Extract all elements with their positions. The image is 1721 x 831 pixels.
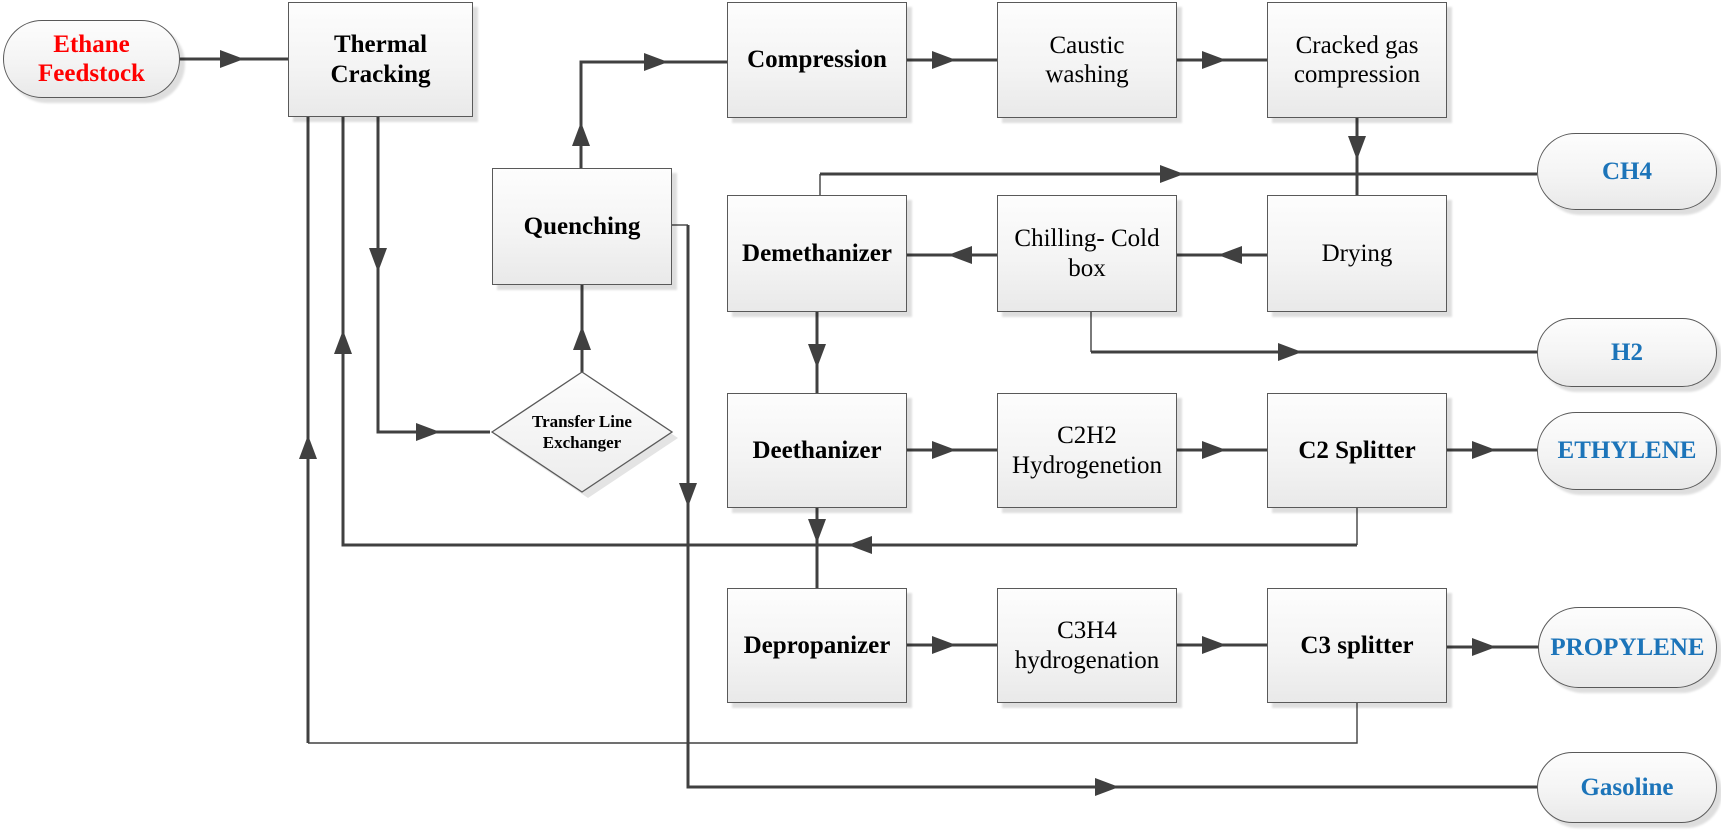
edge-thermal-cracking-to-tle [369,117,490,441]
edge-demethanizer-to-deethanizer [808,312,826,393]
node-label: Demethanizer [742,239,892,267]
node-label: ETHYLENE [1557,437,1697,465]
node-label: C3H4 hydrogenation [1014,617,1160,674]
node-deethanizer: Deethanizer [727,393,907,508]
node-cracked-gas-compression: Cracked gas compression [1267,2,1447,118]
edge-ethane-to-thermal-cracking [180,50,288,68]
edge-quenching-to-compression [572,53,727,168]
node-label: C3 splitter [1300,631,1414,659]
node-ethylene: ETHYLENE [1537,412,1717,490]
edge-c2-splitter-to-ethylene [1447,441,1537,459]
node-label: Deethanizer [752,436,882,464]
edge-c2h2-to-c2-splitter [1177,441,1267,459]
node-chilling-cold-box: Chilling- Cold box [997,195,1177,312]
edge-cracked-gas-to-drying [1348,118,1366,195]
node-label: Chilling- Cold box [1014,225,1160,282]
node-label: CH4 [1602,157,1652,185]
node-thermal-cracking: Thermal Cracking [288,2,473,117]
node-compression: Compression [727,2,907,118]
edge-demethanizer-to-ch4 [819,165,1537,195]
edge-deethanizer-to-depropanizer [808,508,826,588]
node-ethane-feedstock: Ethane Feedstock [3,20,180,98]
edge-caustic-to-cracked-gas [1177,51,1267,69]
node-c3h4-hydrogenation: C3H4 hydrogenation [997,588,1177,703]
node-quenching: Quenching [492,168,672,285]
node-label: Gasoline [1580,773,1674,801]
node-label: Compression [747,46,887,74]
node-c2-splitter: C2 Splitter [1267,393,1447,508]
node-label: Cracked gas compression [1293,31,1421,89]
node-h2: H2 [1537,318,1717,387]
node-label: PROPYLENE [1550,633,1705,661]
edge-c3-splitter-to-propylene [1447,638,1538,656]
node-c3-splitter: C3 splitter [1267,588,1447,703]
edge-chilling-to-demethanizer [907,246,997,264]
node-label: H2 [1611,338,1643,366]
node-label: Thermal Cracking [330,31,431,88]
transfer-line-exchanger-diamond [490,371,678,498]
edge-chilling-to-h2 [1090,312,1537,361]
node-label: C2H2 Hydrogenetion [1012,422,1162,479]
node-c2h2-hydrogenation: C2H2 Hydrogenetion [997,393,1177,508]
node-label: Quenching [523,212,641,240]
edge-c2-splitter-recycle-to-thermal [334,117,1358,554]
edge-drying-to-chilling [1177,246,1267,264]
node-label: Caustic washing [1045,31,1129,89]
node-gasoline: Gasoline [1537,752,1717,823]
edge-c3-splitter-recycle-to-thermal [299,117,1358,744]
edge-c3h4-to-c3-splitter [1177,636,1267,654]
edge-depropanizer-to-c3h4 [907,636,997,654]
edge-tle-to-quenching [573,285,591,372]
node-depropanizer: Depropanizer [727,588,907,703]
edge-compression-to-caustic [907,51,997,69]
node-label: C2 Splitter [1298,436,1416,464]
node-label: Depropanizer [743,631,891,659]
node-demethanizer: Demethanizer [727,195,907,312]
edge-deethanizer-to-c2h2 [907,441,997,459]
node-ch4: CH4 [1537,133,1717,210]
node-label: Ethane Feedstock [38,30,145,88]
node-drying: Drying [1267,195,1447,312]
node-caustic-washing: Caustic washing [997,2,1177,118]
edge-quenching-to-gasoline [672,224,1537,796]
node-label: Drying [1321,239,1393,267]
node-propylene: PROPYLENE [1538,607,1717,688]
